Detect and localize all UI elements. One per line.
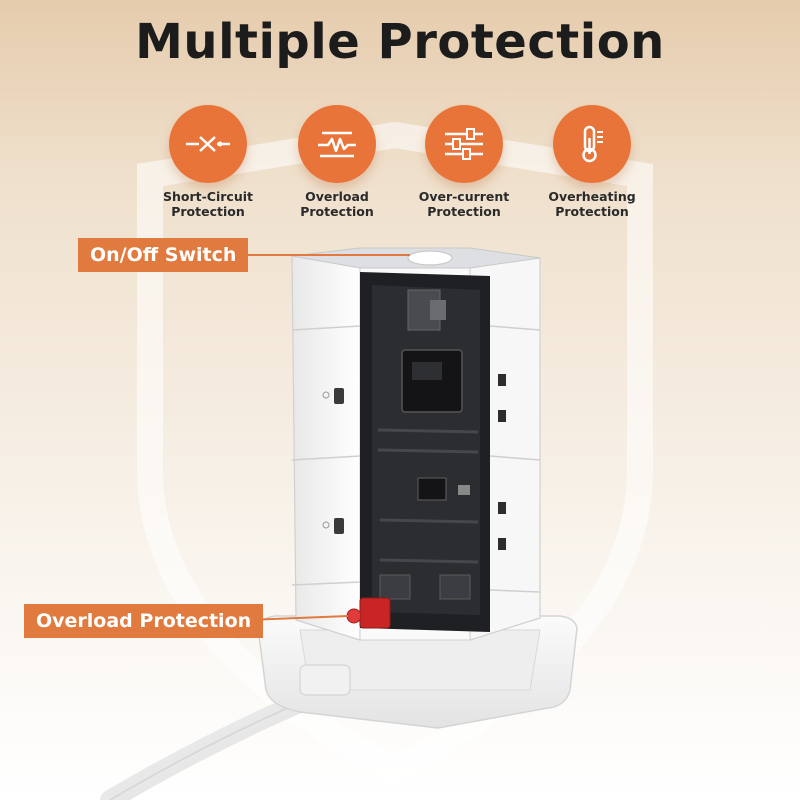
overload-wave-icon bbox=[298, 105, 376, 183]
feature-label-line1: Overload bbox=[305, 189, 369, 204]
overload-protection-callout: Overload Protection bbox=[24, 604, 264, 638]
short-circuit-icon bbox=[169, 105, 247, 183]
feature-label-line2: Protection bbox=[171, 204, 245, 219]
feature-label-line2: Protection bbox=[427, 204, 501, 219]
feature-label-line1: Short-Circuit bbox=[162, 189, 253, 204]
feature-label-line2: Protection bbox=[555, 204, 629, 219]
feature-label-line1: Over-current bbox=[418, 189, 510, 204]
feature-label-line2: Protection bbox=[300, 204, 374, 219]
page-title: Multiple Protection bbox=[135, 14, 665, 70]
sliders-icon bbox=[425, 105, 503, 183]
feature-label-line1: Overheating bbox=[548, 189, 636, 204]
on-off-switch-callout: On/Off Switch bbox=[78, 238, 249, 272]
thermometer-icon bbox=[553, 105, 631, 183]
